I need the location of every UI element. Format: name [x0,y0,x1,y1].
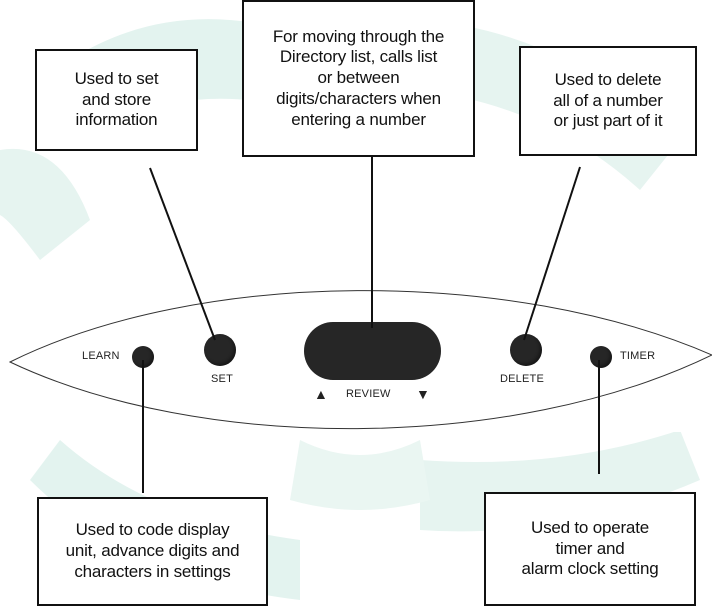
delete-callout: Used to delete all of a number or just p… [519,46,697,156]
learn-label: LEARN [82,350,120,362]
set-callout: Used to set and store information [35,49,198,151]
set-button[interactable] [204,334,236,366]
review-up-arrow[interactable]: ▲ [314,386,328,402]
timer-callout: Used to operate timer and alarm clock se… [484,492,696,606]
timer-label: TIMER [620,350,656,362]
review-label: REVIEW [346,388,391,400]
delete-label: DELETE [500,373,544,385]
set-label: SET [211,373,233,385]
learn-callout: Used to code display unit, advance digit… [37,497,268,606]
learn-button[interactable] [132,346,154,368]
review-button[interactable] [304,322,441,380]
review-down-arrow[interactable]: ▼ [416,386,430,402]
review-callout: For moving through the Directory list, c… [242,0,475,157]
timer-button[interactable] [590,346,612,368]
delete-button[interactable] [510,334,542,366]
